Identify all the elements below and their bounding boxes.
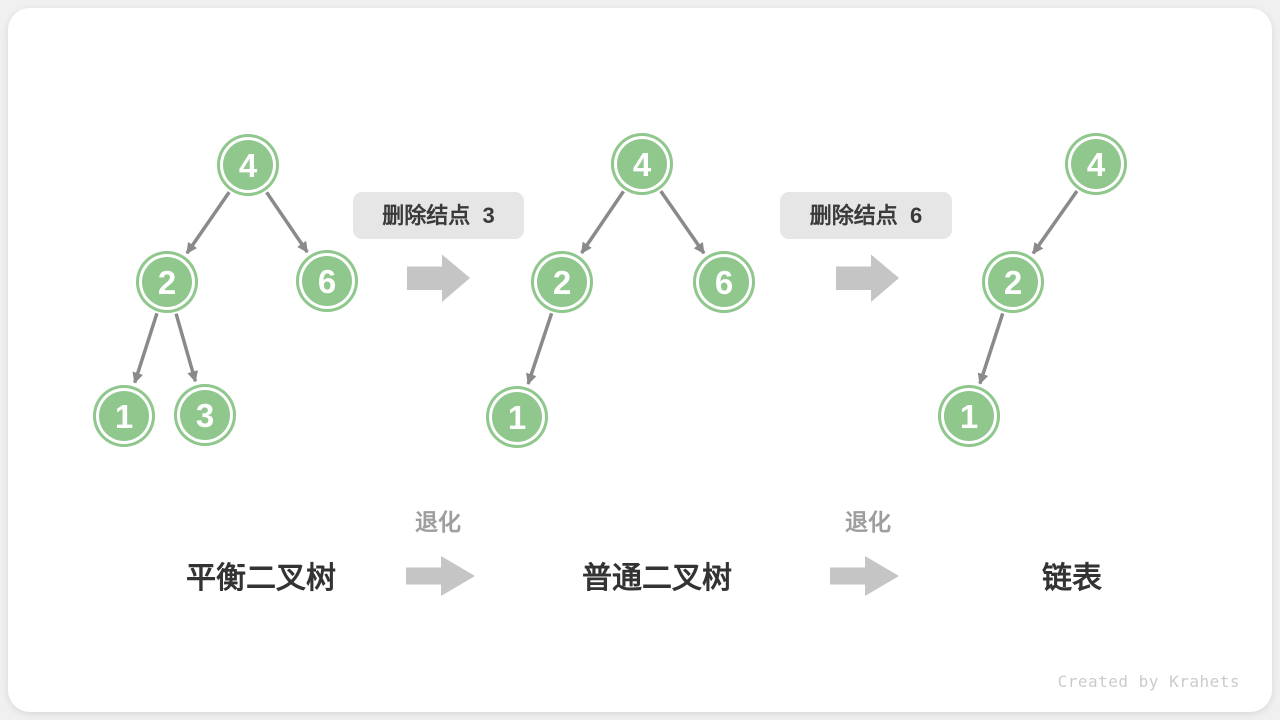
tree1-node-3: 3	[174, 384, 236, 446]
tree3-node-2: 2	[982, 251, 1044, 313]
caption-balanced-binary-tree: 平衡二叉树	[186, 562, 336, 595]
tree1-edge-2-1	[132, 312, 159, 384]
caption-ordinary-binary-tree: 普通二叉树	[582, 562, 732, 595]
tree1-edge-2-3	[174, 313, 198, 383]
figure-card	[8, 8, 1272, 712]
degrade-label-1: 退化	[415, 509, 461, 535]
degrade-arrow-icon-1	[406, 556, 475, 596]
tree1-node-1: 1	[93, 385, 155, 447]
caption-linked-list: 链表	[1042, 562, 1102, 595]
tree2-edge-4-2	[580, 190, 625, 254]
delete-node-3-label: 删除结点 3	[353, 192, 524, 239]
tree2-edge-2-1	[526, 312, 554, 385]
tree3-node-4: 4	[1065, 133, 1127, 195]
tree1-edge-4-6	[265, 191, 309, 254]
tree3-node-1: 1	[938, 385, 1000, 447]
tree2-node-6: 6	[693, 251, 755, 313]
delete-node-6-label: 删除结点 6	[780, 192, 952, 239]
tree1-edge-4-2	[185, 191, 231, 255]
tree3-edge-4-2	[1031, 189, 1079, 255]
credit-text: Created by Krahets	[1057, 672, 1240, 691]
tree1-node-4: 4	[217, 134, 279, 196]
tree2-node-2: 2	[531, 251, 593, 313]
tree1-node-2: 2	[136, 251, 198, 313]
transition-arrow-icon-1	[407, 254, 470, 302]
degrade-arrow-icon-2	[830, 556, 899, 596]
degrade-label-2: 退化	[845, 509, 891, 535]
tree2-edge-4-6	[659, 190, 706, 255]
transition-arrow-icon-2	[836, 254, 899, 302]
tree1-node-6: 6	[296, 250, 358, 312]
tree2-node-4: 4	[611, 133, 673, 195]
tree3-edge-2-1	[977, 312, 1005, 385]
tree2-node-1: 1	[486, 386, 548, 448]
